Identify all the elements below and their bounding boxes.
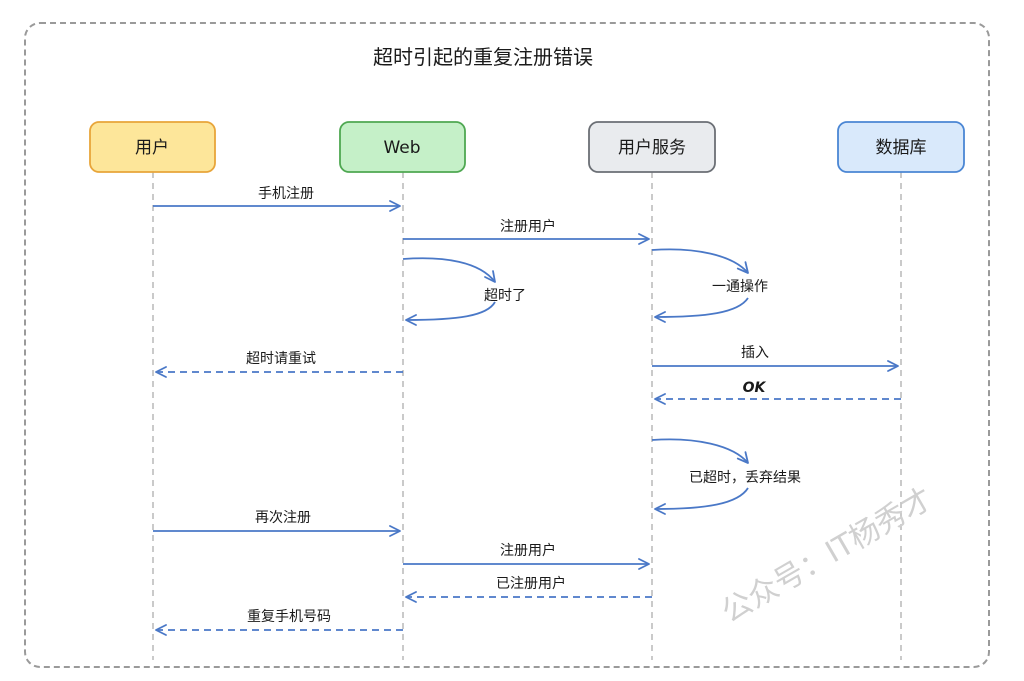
- message-label: 已超时，丢弃结果: [689, 470, 801, 486]
- actor-database: 数据库: [837, 121, 965, 173]
- message-3-self: 超时了: [402, 257, 526, 326]
- message-label: 再次注册: [255, 510, 311, 526]
- message-7: OK: [654, 380, 901, 405]
- message-label: OK: [743, 380, 767, 396]
- message-11: 已注册用户: [405, 575, 652, 603]
- message-label: 超时请重试: [246, 351, 316, 367]
- message-2: 注册用户: [403, 218, 650, 245]
- message-label: 已注册用户: [496, 575, 566, 592]
- actor-user-service-label: 用户服务: [618, 138, 686, 158]
- message-9: 再次注册: [153, 510, 401, 537]
- message-label: 注册用户: [500, 218, 556, 235]
- actor-user-service: 用户服务: [588, 121, 716, 173]
- watermark-text: 公众号：IT杨秀才: [716, 481, 939, 630]
- message-label: 注册用户: [500, 542, 556, 559]
- message-label: 超时了: [484, 288, 526, 304]
- actor-user-label: 用户: [135, 138, 169, 158]
- diagram-title: 超时引起的重复注册错误: [373, 45, 593, 69]
- message-label: 重复手机号码: [247, 608, 331, 625]
- message-4-self: 一通操作: [651, 248, 768, 323]
- diagram-frame: [24, 22, 990, 668]
- actor-web-label: Web: [383, 138, 420, 158]
- actor-database-label: 数据库: [876, 138, 927, 158]
- actor-web: Web: [339, 121, 466, 173]
- message-12: 重复手机号码: [155, 608, 403, 636]
- message-5: 超时请重试: [155, 351, 403, 378]
- actor-user: 用户: [89, 121, 216, 173]
- message-8-self: 已超时，丢弃结果: [651, 438, 801, 515]
- message-label: 插入: [741, 345, 769, 361]
- message-label: 一通操作: [712, 279, 768, 295]
- message-10: 注册用户: [403, 542, 650, 570]
- message-6: 插入: [652, 345, 899, 372]
- message-label: 手机注册: [258, 186, 314, 202]
- message-1: 手机注册: [153, 186, 401, 212]
